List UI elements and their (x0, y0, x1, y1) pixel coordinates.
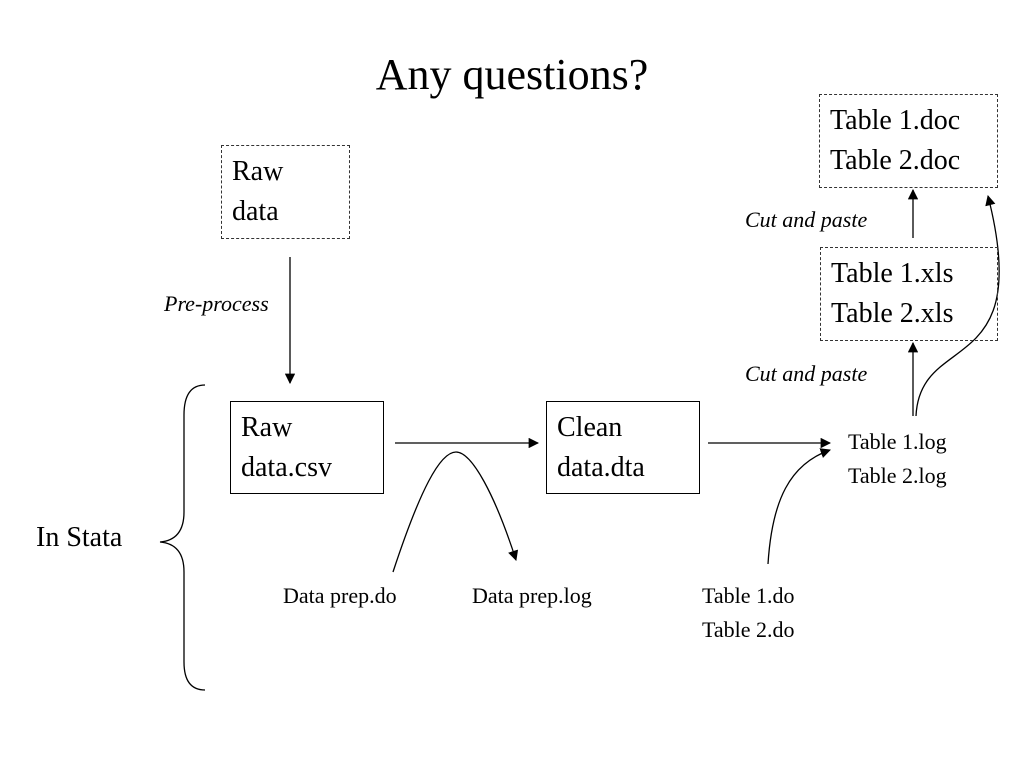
raw-csv-box: Raw data.csv (230, 401, 384, 494)
table-do-line-1: Table 1.do (702, 583, 795, 608)
table-do-to-log-curve (767, 448, 831, 565)
raw-data-line-1: Raw (232, 156, 284, 187)
raw-csv-line-2: data.csv (241, 452, 332, 483)
table-log-label: Table 1.log Table 2.log (848, 425, 947, 493)
dataprep-do-to-log-curve (392, 451, 519, 573)
cut-and-paste-label-top: Cut and paste (745, 207, 868, 232)
table-xls-line-1: Table 1.xls (831, 258, 954, 289)
pre-process-label: Pre-process (164, 291, 269, 316)
table-xls-line-2: Table 2.xls (831, 298, 954, 329)
cut-and-paste-label-bottom: Cut and paste (745, 361, 868, 386)
table-do-label: Table 1.do Table 2.do (702, 579, 795, 647)
data-prep-log-label: Data prep.log (472, 583, 592, 608)
raw-csv-line-1: Raw (241, 412, 293, 443)
in-stata-label: In Stata (36, 522, 123, 553)
in-stata-brace (159, 384, 206, 691)
table-log-line-1: Table 1.log (848, 429, 947, 454)
page-title: Any questions? (375, 50, 649, 99)
raw-data-box: Raw data (221, 145, 350, 239)
raw-data-line-2: data (232, 196, 279, 227)
table-log-line-2: Table 2.log (848, 463, 947, 488)
data-prep-do-label: Data prep.do (283, 583, 397, 608)
log-to-doc-curve (915, 194, 1000, 417)
clean-dta-line-2: data.dta (557, 452, 645, 483)
table-doc-line-1: Table 1.doc (830, 105, 961, 136)
clean-dta-box: Clean data.dta (546, 401, 700, 494)
table-xls-box: Table 1.xls Table 2.xls (820, 247, 998, 341)
table-doc-box: Table 1.doc Table 2.doc (819, 94, 998, 188)
clean-dta-line-1: Clean (557, 412, 623, 443)
table-do-line-2: Table 2.do (702, 617, 795, 642)
table-doc-line-2: Table 2.doc (830, 145, 961, 176)
